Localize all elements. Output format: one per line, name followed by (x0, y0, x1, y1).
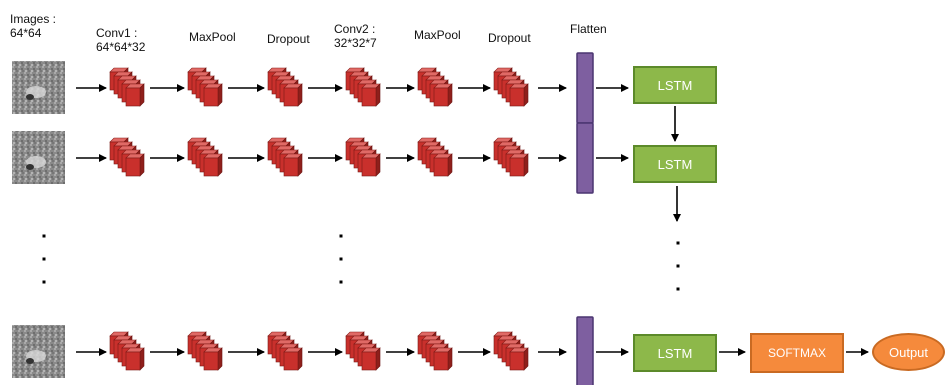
conv-block-front-face (283, 87, 299, 107)
conv2-size: 32*32*7 (334, 36, 377, 50)
conv-feature-stack (267, 331, 303, 371)
conv-feature-stack (493, 331, 529, 371)
ellipsis-conv2 (339, 234, 343, 284)
conv-feature-stack (109, 67, 145, 107)
conv-block-front-face (125, 157, 141, 177)
input-image-shadow (26, 94, 34, 100)
images-header: Images : 64*64 (10, 12, 56, 40)
conv-block-side-face (139, 347, 145, 371)
conv1-label: Conv1 : (96, 26, 138, 40)
flatten-bar (576, 122, 594, 194)
conv-block-front-face (433, 157, 449, 177)
conv-block-side-face (447, 347, 453, 371)
conv-feature-stack (493, 137, 529, 177)
conv-block-front-face (203, 157, 219, 177)
conv-block-side-face (297, 347, 303, 371)
pipeline-row-1 (12, 52, 629, 124)
conv-block-side-face (217, 83, 223, 107)
conv-block-front-face (509, 157, 525, 177)
conv-block-front-face (283, 157, 299, 177)
maxpool2-header: MaxPool (414, 28, 461, 42)
conv-block-side-face (297, 153, 303, 177)
conv-feature-stack (417, 331, 453, 371)
ellipsis-dot (339, 257, 343, 261)
conv-block-front-face (509, 351, 525, 371)
ellipsis-lstm (676, 241, 680, 291)
conv-block-front-face (361, 157, 377, 177)
lstm-block-2: LSTM (633, 145, 717, 183)
conv-feature-stack (109, 137, 145, 177)
dropout2-header: Dropout (488, 31, 531, 45)
conv-feature-stack (345, 331, 381, 371)
ellipsis-dot (42, 234, 46, 238)
conv1-header: Conv1 : 64*64*32 (96, 26, 145, 54)
conv-feature-stack (493, 67, 529, 107)
images-label: Images : (10, 12, 57, 26)
conv-block-side-face (523, 83, 529, 107)
conv-feature-stack (345, 137, 381, 177)
output-node: Output (872, 333, 945, 371)
input-image (12, 61, 65, 114)
conv-block-front-face (125, 87, 141, 107)
conv-feature-stack (267, 67, 303, 107)
conv-block-side-face (217, 153, 223, 177)
conv-block-side-face (217, 347, 223, 371)
maxpool1-header: MaxPool (189, 30, 236, 44)
input-image-shadow (26, 358, 34, 364)
conv2-header: Conv2 : 32*32*7 (334, 22, 377, 50)
conv-feature-stack (187, 331, 223, 371)
flatten-bar (576, 316, 594, 385)
pipeline-row-3 (12, 316, 629, 385)
conv-block-side-face (139, 153, 145, 177)
ellipsis-dot (676, 264, 680, 268)
softmax-block: SOFTMAX (750, 333, 844, 373)
flatten-bar (576, 52, 594, 124)
conv-block-side-face (447, 83, 453, 107)
conv-feature-stack (109, 331, 145, 371)
conv-block-front-face (125, 351, 141, 371)
input-image (12, 325, 65, 378)
lstm-block-1: LSTM (633, 66, 717, 104)
images-size: 64*64 (10, 26, 42, 40)
ellipsis-dot (339, 234, 343, 238)
conv-feature-stack (187, 67, 223, 107)
conv-block-side-face (139, 83, 145, 107)
conv-feature-stack (187, 137, 223, 177)
conv1-size: 64*64*32 (96, 40, 146, 54)
dropout1-header: Dropout (267, 32, 310, 46)
input-image (12, 131, 65, 184)
conv-block-front-face (361, 87, 377, 107)
conv-feature-stack (345, 67, 381, 107)
flatten-header: Flatten (570, 22, 607, 36)
input-image-shadow (26, 164, 34, 170)
conv-block-front-face (433, 87, 449, 107)
ellipsis-dot (339, 280, 343, 284)
conv-block-side-face (447, 153, 453, 177)
ellipsis-dot (42, 257, 46, 261)
conv-block-side-face (375, 83, 381, 107)
conv2-label: Conv2 : (334, 22, 376, 36)
conv-block-side-face (523, 347, 529, 371)
conv-feature-stack (267, 137, 303, 177)
conv-block-front-face (203, 87, 219, 107)
conv-feature-stack (417, 137, 453, 177)
pipeline-row-2 (12, 122, 629, 194)
ellipsis-dot (676, 241, 680, 245)
lstm-block-3: LSTM (633, 334, 717, 372)
conv-block-front-face (433, 351, 449, 371)
conv-block-front-face (509, 87, 525, 107)
conv-block-side-face (297, 83, 303, 107)
conv-block-front-face (361, 351, 377, 371)
ellipsis-input (42, 234, 46, 284)
conv-block-side-face (375, 347, 381, 371)
ellipsis-dot (676, 287, 680, 291)
conv-block-side-face (375, 153, 381, 177)
conv-block-front-face (203, 351, 219, 371)
ellipsis-dot (42, 280, 46, 284)
conv-block-side-face (523, 153, 529, 177)
conv-block-front-face (283, 351, 299, 371)
conv-feature-stack (417, 67, 453, 107)
